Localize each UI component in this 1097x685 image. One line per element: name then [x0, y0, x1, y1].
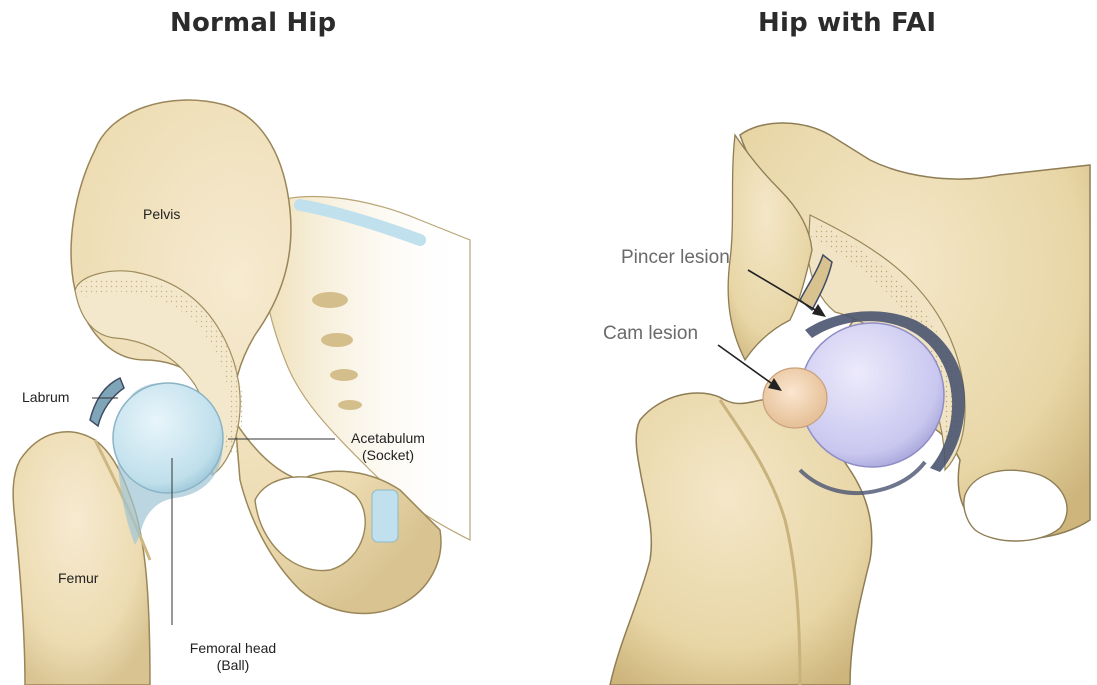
femoral-head-label-line2: (Ball)	[173, 657, 293, 674]
labrum-label: Labrum	[22, 389, 69, 406]
femur-label: Femur	[58, 570, 98, 587]
pincer-lesion-label: Pincer lesion	[621, 247, 730, 269]
acetabulum-label-line1: Acetabulum	[338, 430, 438, 447]
femoral-head-label: Femoral head (Ball)	[173, 640, 293, 674]
acetabulum-label-line2: (Socket)	[338, 447, 438, 464]
pelvis-label: Pelvis	[143, 206, 180, 223]
cam-lesion-label: Cam lesion	[603, 323, 698, 345]
femoral-head-label-line1: Femoral head	[173, 640, 293, 657]
acetabulum-label: Acetabulum (Socket)	[338, 430, 438, 464]
cam-bump	[763, 368, 827, 428]
